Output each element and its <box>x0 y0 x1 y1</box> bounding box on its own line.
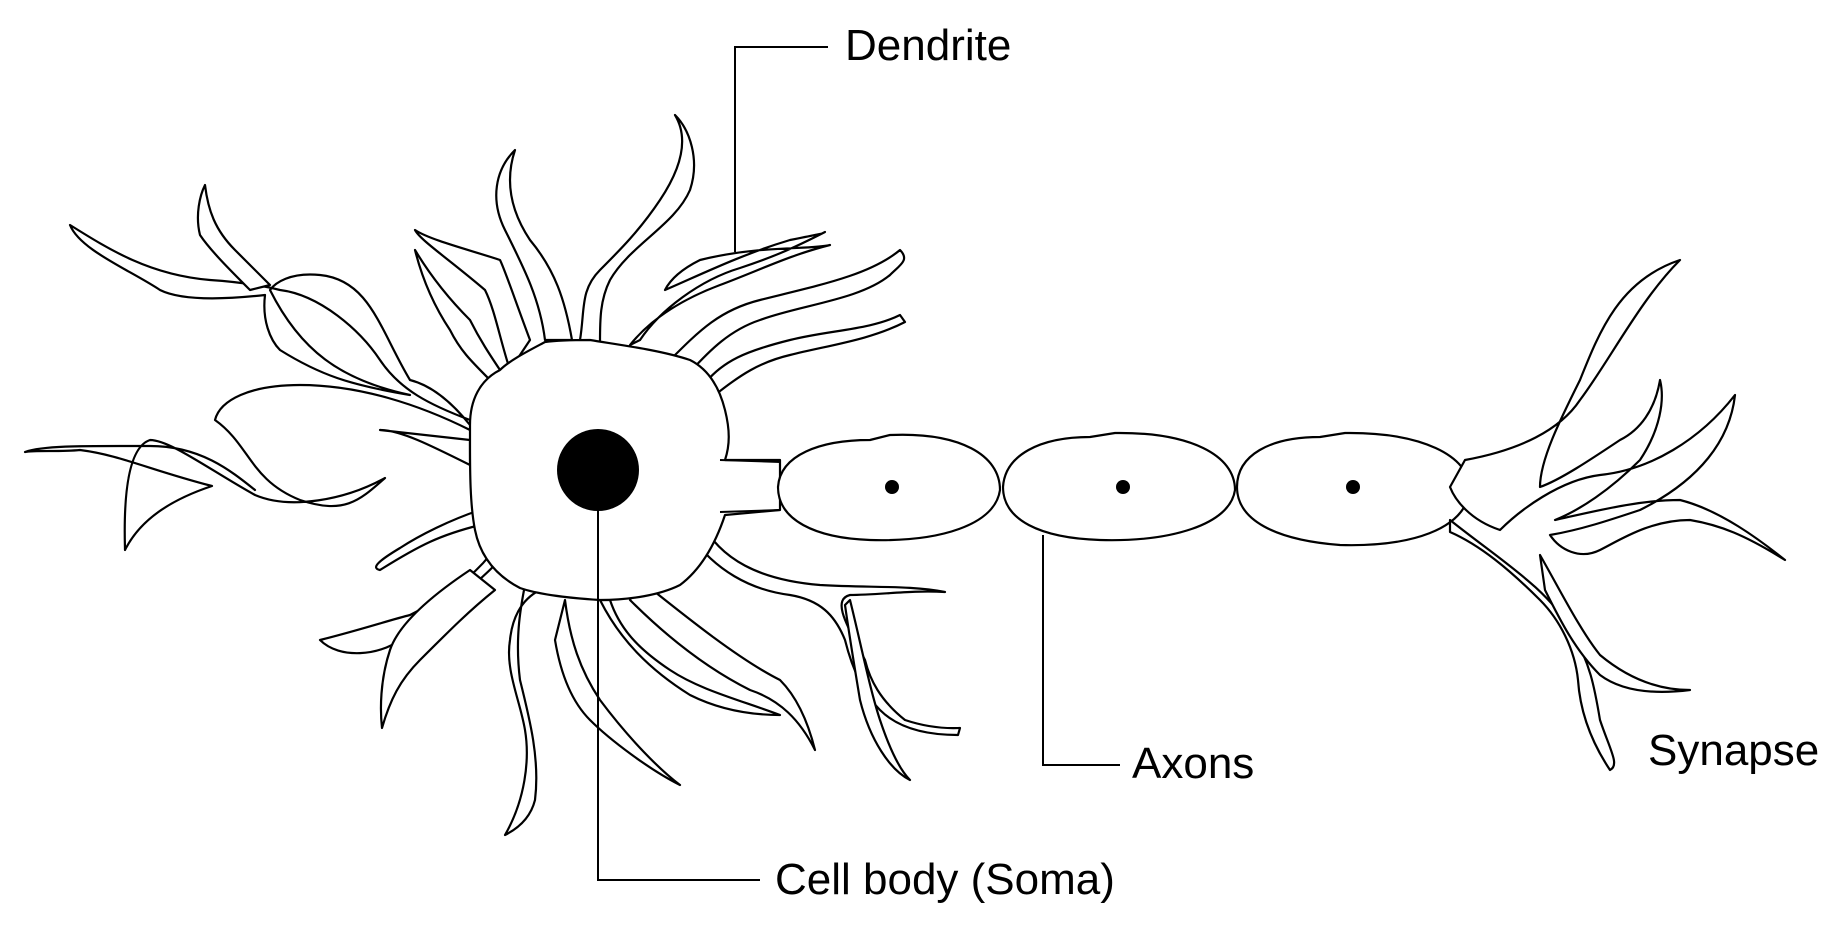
label-axons: Axons <box>1132 739 1254 788</box>
dendrite-branch <box>23 383 472 552</box>
dendrite-branch <box>553 598 682 787</box>
dendrite-branch <box>68 223 472 427</box>
dendrite-branch <box>698 313 907 397</box>
label-cell-body: Cell body (Soma) <box>775 855 1115 904</box>
dendrite-branch <box>628 230 832 347</box>
dendrite-branch <box>413 248 502 382</box>
dendrite-branch <box>843 598 912 782</box>
node-dot <box>1116 480 1130 494</box>
label-dendrite: Dendrite <box>845 21 1011 70</box>
nucleus <box>557 429 639 511</box>
terminal-branch <box>1448 258 1787 562</box>
dendrite-branch <box>413 228 532 372</box>
terminal-branch <box>1538 553 1692 693</box>
axon-terminal <box>1448 258 1787 772</box>
dendrite-branch <box>495 148 574 342</box>
dendrite-leader-line <box>734 46 828 252</box>
dendrite-branch <box>688 518 962 737</box>
axon-hillock <box>719 459 781 513</box>
dendrite-branch <box>668 248 906 374</box>
node-dot <box>1346 480 1360 494</box>
dendrites <box>23 113 962 837</box>
dendrite-branch <box>374 508 482 572</box>
axons-leader-line <box>1042 535 1120 766</box>
dendrite-branch <box>379 568 497 730</box>
axon <box>719 431 1472 547</box>
dendrite-branch <box>598 598 782 717</box>
dendrite-branch <box>378 428 472 467</box>
dendrite-branch <box>578 113 696 344</box>
label-synapse: Synapse <box>1648 726 1819 775</box>
dendrite-branch <box>196 183 272 292</box>
node-dot <box>885 480 899 494</box>
dendrite-branch <box>503 583 542 837</box>
cell-body-leader-line <box>597 510 760 881</box>
dendrite-branch <box>628 578 817 752</box>
